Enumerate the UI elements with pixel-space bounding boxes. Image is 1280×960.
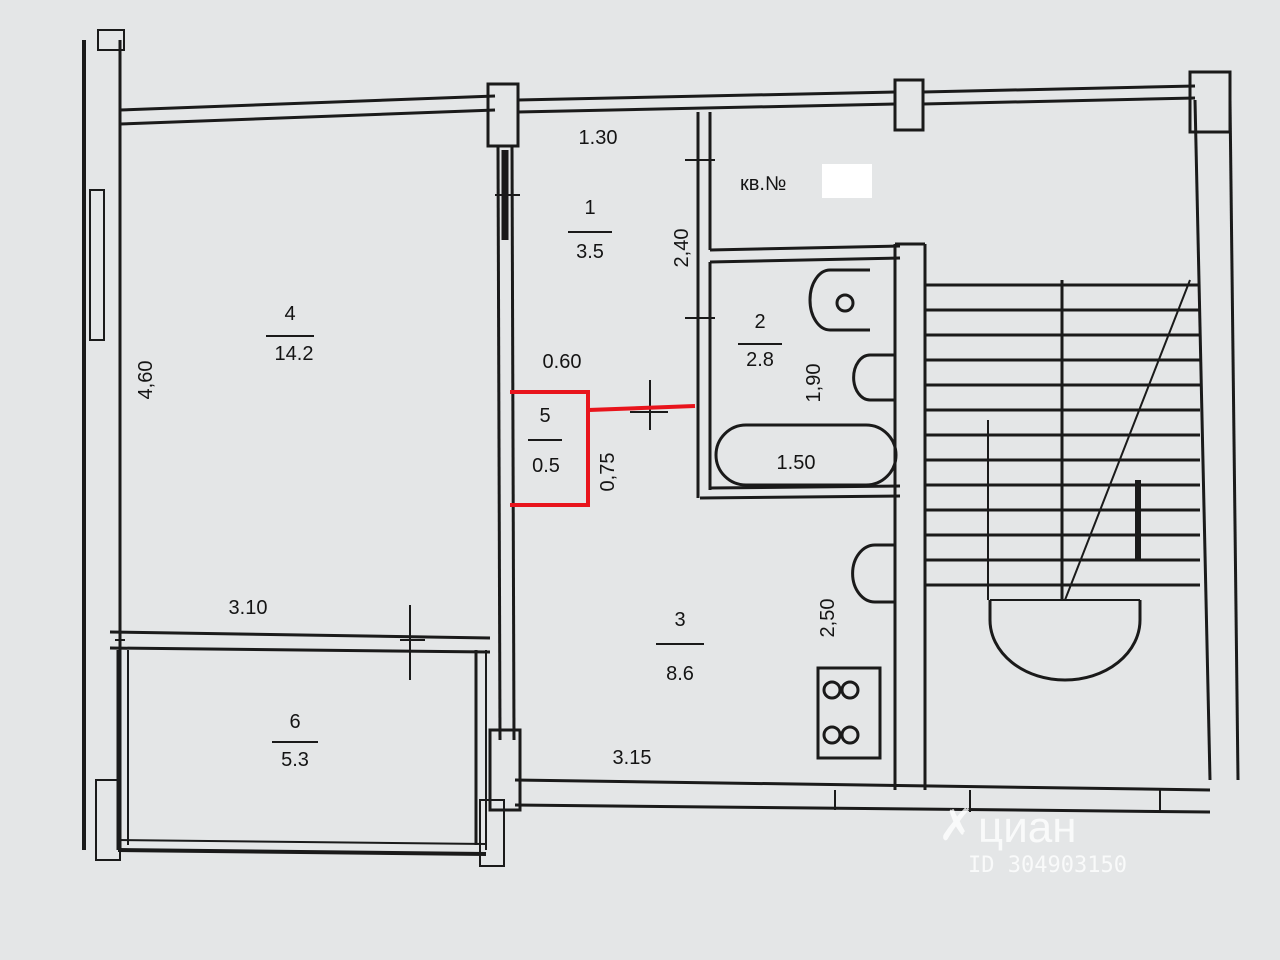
dim-4-60: 4,60 <box>135 361 157 400</box>
staircase <box>925 279 1200 682</box>
bathtub <box>714 423 898 487</box>
room-6-label: 6 5.3 <box>272 711 318 771</box>
dim-3-10: 3.10 <box>229 597 268 619</box>
room-1-number: 1 <box>584 197 595 219</box>
walls <box>82 29 1240 867</box>
room-2-area: 2.8 <box>746 349 774 371</box>
bath-sink <box>852 353 895 402</box>
dimension-ticks <box>115 159 715 680</box>
room-4-area: 14.2 <box>275 343 314 365</box>
room-3-area: 8.6 <box>666 663 694 685</box>
room-4-number: 4 <box>284 303 295 325</box>
kitchen-sink <box>851 543 895 604</box>
fixtures <box>714 268 898 760</box>
dim-2-40: 2,40 <box>671 229 693 268</box>
room-2-number: 2 <box>754 311 765 333</box>
room-5-number: 5 <box>539 405 550 427</box>
stove <box>816 666 882 760</box>
cian-watermark: ✗ циан ID 304903150 <box>938 801 1127 878</box>
dim-1-50: 1.50 <box>777 452 816 474</box>
room-4-label: 4 14.2 <box>266 303 314 365</box>
redaction-box <box>822 164 872 198</box>
watermark-id: ID 304903150 <box>968 853 1127 878</box>
apartment-number-label: кв.№ <box>740 173 786 195</box>
dim-0-60: 0.60 <box>543 351 582 373</box>
toilet <box>808 268 870 332</box>
room-5-label: 5 0.5 <box>528 405 562 477</box>
room-2-label: 2 2.8 <box>738 311 782 371</box>
cian-logo-mark: ✗ <box>938 801 975 850</box>
dim-1-90: 1,90 <box>803 364 825 403</box>
dim-2-50: 2,50 <box>817 599 839 638</box>
dim-1-30: 1.30 <box>579 127 618 149</box>
dim-0-75: 0,75 <box>597 453 619 492</box>
room-6-number: 6 <box>289 711 300 733</box>
room-1-label: 1 3.5 <box>568 197 612 263</box>
watermark-brand: циан <box>978 803 1077 852</box>
room-3-label: 3 8.6 <box>656 609 704 685</box>
room-1-area: 3.5 <box>576 241 604 263</box>
room-5-highlight <box>510 390 696 507</box>
dim-3-15: 3.15 <box>613 747 652 769</box>
room-3-number: 3 <box>674 609 685 631</box>
room-5-area: 0.5 <box>532 455 560 477</box>
room-6-area: 5.3 <box>281 749 309 771</box>
